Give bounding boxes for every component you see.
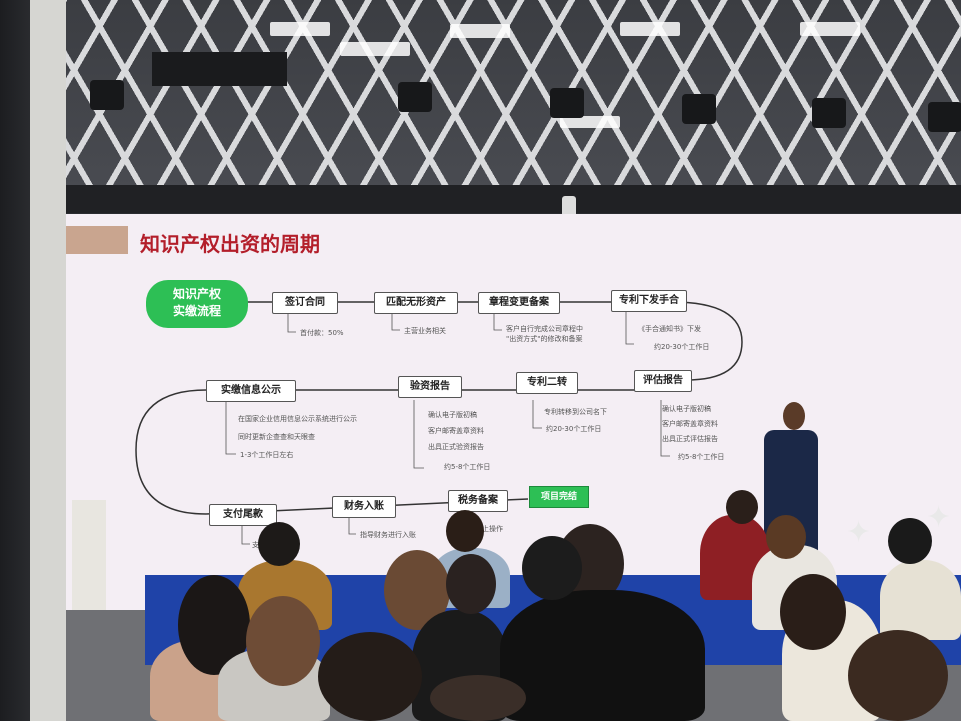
ceiling-light <box>450 24 510 38</box>
step-note: 同时更新企查查和天眼查 <box>238 433 315 441</box>
audience-head <box>258 522 300 566</box>
step-note: 在国家企业信用信息公示系统进行公示 <box>238 415 357 423</box>
step-note: 出具正式验资报告 <box>428 443 484 451</box>
step-note: 首付款：50% <box>300 329 344 337</box>
flow-start-node: 知识产权 实缴流程 <box>146 280 248 328</box>
step-note: 专利转移到公司名下 <box>544 408 607 416</box>
flow-end-node: 项目完结 <box>529 486 589 508</box>
audience-head <box>848 630 948 721</box>
step-note: 客户邮寄盖章资料 <box>662 420 718 428</box>
audience-head <box>446 510 484 552</box>
audience-member <box>880 560 961 640</box>
audience-head <box>888 518 932 564</box>
stage-spotlight <box>682 94 716 124</box>
audience-head <box>726 490 758 524</box>
ceiling-light <box>620 22 680 36</box>
flow-step: 支付尾款 <box>209 504 277 526</box>
speaker-head <box>783 402 805 430</box>
step-note: 客户邮寄盖章资料 <box>428 427 484 435</box>
flow-step: 专利下发手合 <box>611 290 687 312</box>
stage-spotlight <box>398 82 432 112</box>
step-note: 《手合通知书》下发 <box>638 325 701 333</box>
stage-spotlight <box>90 80 124 110</box>
step-note: 约20-30个工作日 <box>546 425 602 433</box>
ceiling-light <box>560 116 620 128</box>
audience-head <box>766 515 806 559</box>
flow-step: 税务备案 <box>448 490 508 512</box>
flow-step: 财务入账 <box>332 496 396 518</box>
ceiling-light <box>340 42 410 56</box>
flow-step: 章程变更备案 <box>478 292 560 314</box>
audience-head <box>446 554 496 614</box>
flow-step: 评估报告 <box>634 370 692 392</box>
step-note: 上操作 <box>482 525 503 533</box>
stage-spotlight <box>550 88 584 118</box>
flow-step: 签订合同 <box>272 292 338 314</box>
flow-start-label: 知识产权 实缴流程 <box>172 287 221 318</box>
screen-truss <box>66 185 961 213</box>
flow-lines <box>135 301 743 545</box>
slide-title: 知识产权出资的周期 <box>140 232 320 256</box>
stage-spotlight <box>928 102 961 132</box>
step-note: 客户自行完成公司章程中 <box>506 325 583 333</box>
step-note: 确认电子版初稿 <box>428 411 477 419</box>
ceiling-light <box>800 22 860 36</box>
flow-step: 验资报告 <box>398 376 462 398</box>
title-accent-bar <box>66 226 128 254</box>
step-note: 约5-8个工作日 <box>678 453 725 461</box>
audience-head <box>430 675 526 721</box>
stage-logo-sign: ✦ <box>846 515 872 550</box>
step-note: 约20-30个工作日 <box>654 343 710 351</box>
stage-logo-sign: ✦ <box>926 500 952 535</box>
step-note: 约5-8个工作日 <box>444 463 491 471</box>
stage-spotlight <box>812 98 846 128</box>
projector <box>152 52 287 86</box>
step-note: 主营业务相关 <box>404 327 446 335</box>
flow-step: 匹配无形资产 <box>374 292 458 314</box>
audience-head <box>246 596 320 686</box>
step-note: 出具正式评估报告 <box>662 435 718 443</box>
step-note: 确认电子版初稿 <box>662 405 711 413</box>
step-note: 指导财务进行入账 <box>360 531 416 539</box>
ceiling-light <box>270 22 330 36</box>
step-note: "出资方式"的修改和备案 <box>506 335 583 343</box>
flow-step: 实缴信息公示 <box>206 380 296 402</box>
audience-head <box>522 536 582 600</box>
pillar <box>30 0 66 721</box>
flow-step: 专利二转 <box>516 372 578 394</box>
audience-member <box>500 590 705 721</box>
audience-head <box>780 574 846 650</box>
audience-head <box>318 632 422 721</box>
step-note: 1-3个工作日左右 <box>240 451 294 459</box>
presentation-screen: 知识产权出资的周期 知识产权 实缴流程 签订合同 匹配无形资产 章程变更备案 专… <box>66 214 961 614</box>
